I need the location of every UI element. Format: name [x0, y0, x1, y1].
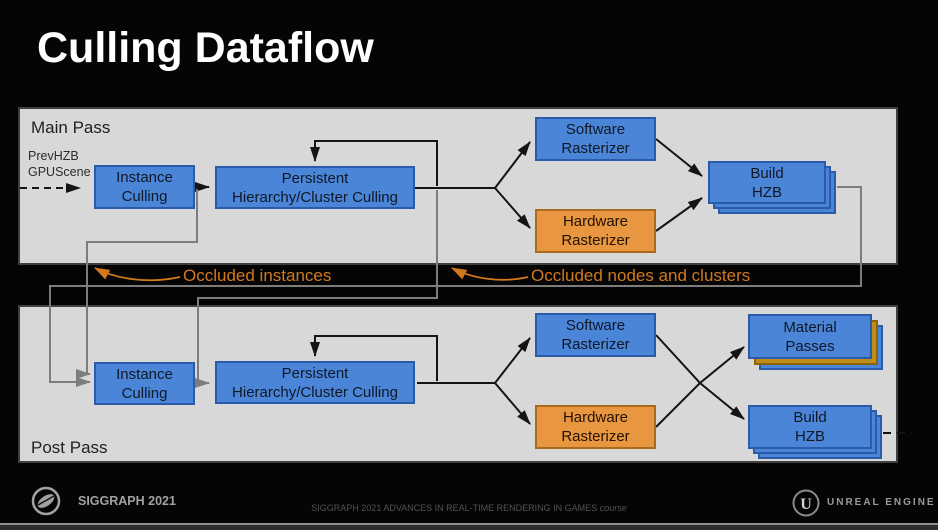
- arrow-post-hardware-to-material: [655, 346, 745, 428]
- arrow-post-to-software: [494, 337, 531, 384]
- main-persistent-culling-node: Persistent Hierarchy/Cluster Culling: [215, 166, 415, 209]
- course-footer-text: SIGGRAPH 2021 ADVANCES IN REAL-TIME REND…: [311, 503, 626, 513]
- post-build-hzb-node: Build HZB: [748, 405, 872, 449]
- bottom-strip: [0, 523, 938, 530]
- siggraph-logo-icon: [31, 486, 61, 516]
- annot-arrow-occluded-nodes: [451, 267, 529, 281]
- unreal-engine-label: UNREAL ENGINE: [827, 497, 936, 508]
- slide-title: Culling Dataflow: [37, 24, 374, 72]
- post-build-hzb-stack: Build HZB: [748, 405, 882, 459]
- arrow-main-to-software: [494, 141, 531, 189]
- course-footer-main: SIGGRAPH 2021 ADVANCES IN REAL-TIME REND…: [311, 503, 600, 513]
- post-persistent-loop: [310, 335, 438, 381]
- annot-arrow-occluded-instances: [94, 267, 181, 282]
- unreal-monogram: U: [800, 496, 812, 513]
- occluded-instances-label: Occluded instances: [183, 266, 332, 285]
- arrow-main-software-to-hzb: [655, 138, 703, 177]
- siggraph-2021-label: SIGGRAPH 2021: [78, 494, 176, 508]
- wire-occluded-nodes: [197, 190, 438, 382]
- wire-hzb-to-post-instance: [49, 186, 862, 387]
- unreal-engine-logo-icon: U: [792, 489, 820, 517]
- post-instance-culling-node: Instance Culling: [94, 362, 195, 405]
- wire-occluded-instances: [76, 189, 198, 379]
- main-build-hzb-node: Build HZB: [708, 161, 826, 204]
- main-persistent-loop: [310, 140, 438, 186]
- arrow-post-software-to-hzb: [655, 334, 745, 420]
- arrow-main-to-hardware: [494, 187, 531, 229]
- post-hardware-rasterizer-node: Hardware Rasterizer: [535, 405, 656, 449]
- course-footer-word: course: [599, 503, 627, 513]
- main-instance-culling-node: Instance Culling: [94, 165, 195, 209]
- post-pass-label: Post Pass: [31, 438, 108, 457]
- prevhzb-gpuscene-label: PrevHZB GPUScene: [28, 149, 91, 179]
- post-persistent-culling-node: Persistent Hierarchy/Cluster Culling: [215, 361, 415, 404]
- arrow-main-hardware-to-hzb: [655, 197, 703, 232]
- main-pass-label: Main Pass: [31, 118, 111, 137]
- material-passes-node: Material Passes: [748, 314, 872, 359]
- main-software-rasterizer-node: Software Rasterizer: [535, 117, 656, 161]
- occluded-nodes-label: Occluded nodes and clusters: [531, 266, 751, 285]
- post-software-rasterizer-node: Software Rasterizer: [535, 313, 656, 357]
- main-hardware-rasterizer-node: Hardware Rasterizer: [535, 209, 656, 253]
- main-build-hzb-stack: Build HZB: [708, 161, 836, 214]
- arrow-post-to-hardware: [494, 382, 531, 425]
- material-passes-stack: Material Passes: [748, 314, 883, 370]
